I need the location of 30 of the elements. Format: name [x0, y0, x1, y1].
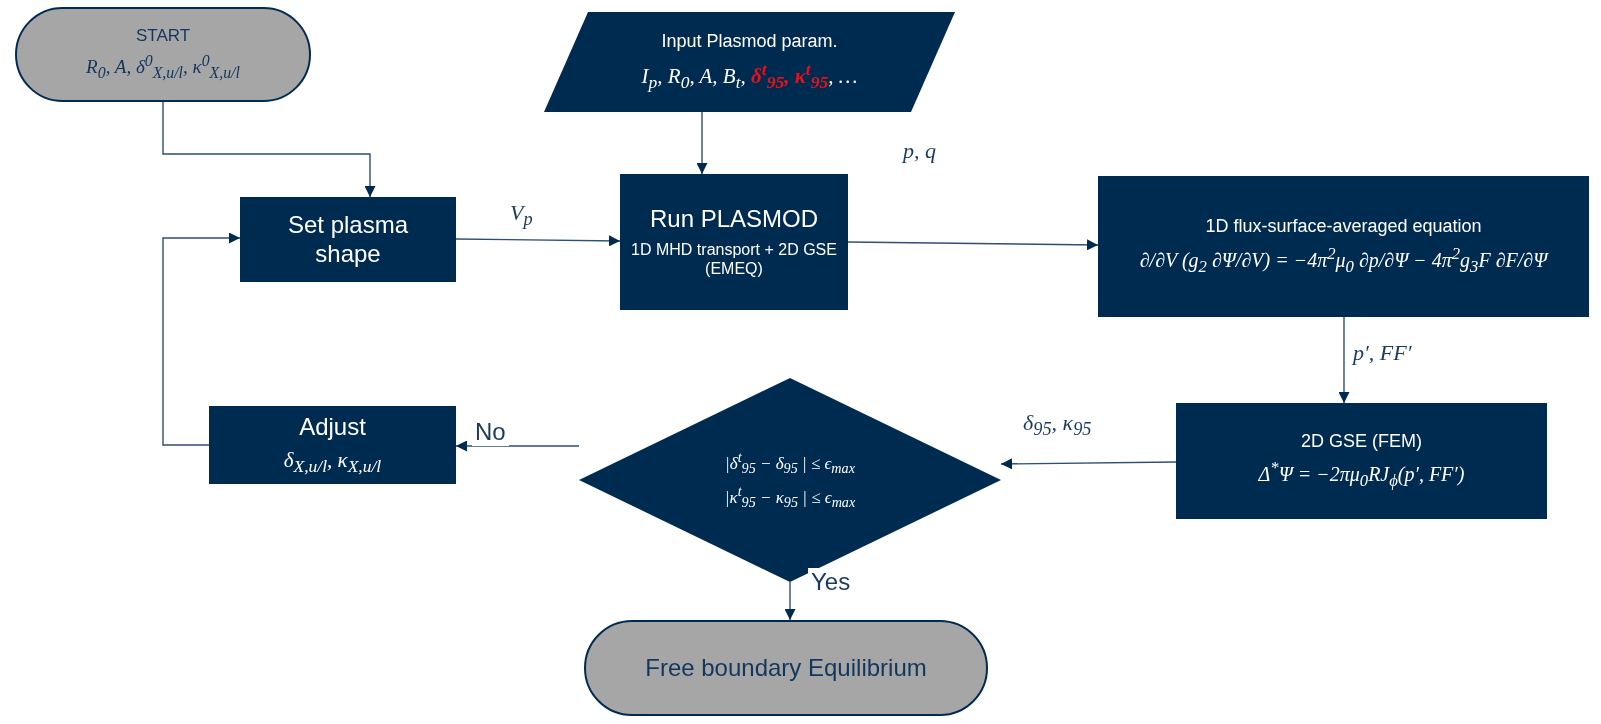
arrow	[784, 581, 796, 621]
arrow	[455, 440, 580, 452]
node-title: Run PLASMOD	[649, 205, 819, 235]
input-parallelogram	[544, 12, 955, 112]
formula-text: δ$_{X,u/l}$, κ$_{X,u/l}$	[283, 447, 382, 477]
arrow	[455, 235, 621, 247]
process-box	[1098, 176, 1589, 317]
formula-text: Δ$^{*}$Ψ = −2πμ$_{0}$RJ$_{ϕ}$(p′, FF′)	[1258, 458, 1465, 492]
node-title: Set plasma shape	[286, 210, 410, 269]
arrow	[162, 101, 376, 198]
node-title: Free boundary Equilibrium	[645, 653, 927, 683]
node-title: Adjust	[299, 413, 366, 442]
process-box	[1176, 403, 1547, 519]
arrow	[1338, 316, 1350, 404]
arrow	[162, 232, 241, 446]
node-title: START	[135, 25, 191, 47]
process-box	[209, 406, 456, 484]
formula-text: |δ$^{t}$$_{95}$ − δ$_{95}$ | ≤ ϵ$_{max}$	[725, 448, 855, 477]
node-title: 1D flux-surface-averaged equation	[1205, 216, 1482, 238]
node-text: 1D MHD transport + 2D GSE (EMEQ)	[630, 240, 838, 279]
formula-text: |κ$^{t}$$_{95}$ − κ$_{95}$ | ≤ ϵ$_{max}$	[724, 483, 856, 512]
formula-text: I$_{p}$, R$_{0}$, A, B$_{t}$, δ$^{t}$$_{95}$, κ$^{t}$$_{95}$, …	[641, 58, 858, 93]
arrow	[696, 111, 708, 175]
formula-text: ∂/∂V (g$_{2}$ ∂Ψ/∂V) = −4π$^{2}$μ$_{0}$ ∂p/∂Ψ − 4π$^{2}$g$_{3}$F ∂F/∂Ψ	[1139, 243, 1548, 277]
arrow	[1000, 458, 1177, 470]
node-title: 2D GSE (FEM)	[1301, 430, 1422, 453]
node-title: Input Plasmod param.	[661, 31, 838, 53]
process-box	[620, 174, 848, 310]
arrow	[847, 239, 1099, 251]
process-box	[240, 197, 456, 282]
